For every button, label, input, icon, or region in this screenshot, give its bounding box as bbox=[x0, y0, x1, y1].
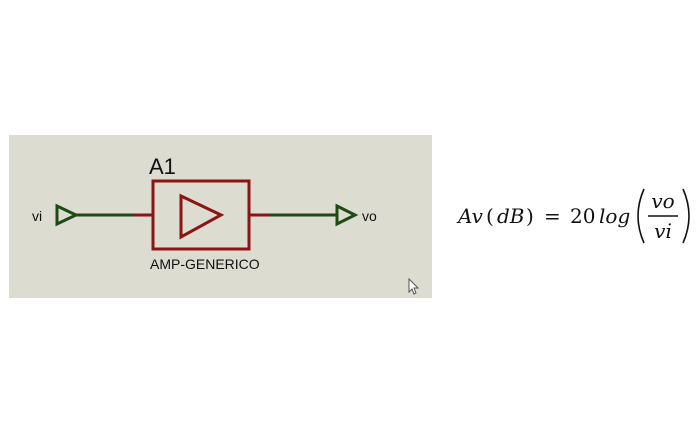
amplifier-schematic: vi A1 vo AMP-GENERICO bbox=[9, 135, 432, 298]
formula-coefficient: 20 bbox=[570, 204, 595, 228]
formula-function: log bbox=[599, 204, 630, 228]
component-reference: A1 bbox=[149, 154, 176, 179]
mouse-pointer-icon bbox=[408, 277, 420, 295]
amplifier-triangle-icon bbox=[179, 193, 225, 240]
formula-denominator: vi bbox=[654, 219, 672, 243]
input-terminal-icon[interactable] bbox=[55, 203, 80, 227]
formula-lhs-open-paren: ( bbox=[486, 204, 494, 228]
formula-equals: = bbox=[544, 204, 561, 228]
formula-lhs-close-paren: ) bbox=[526, 204, 534, 228]
formula-lhs-var: Av bbox=[456, 204, 484, 228]
output-terminal-label: vo bbox=[362, 208, 377, 224]
component-value: AMP-GENERICO bbox=[150, 256, 260, 272]
formula-close-big-paren bbox=[682, 188, 690, 244]
input-terminal-label: vi bbox=[32, 208, 42, 224]
output-terminal-icon[interactable] bbox=[335, 203, 359, 227]
gain-formula: Av ( dB ) = 20 log vo vi bbox=[456, 188, 690, 244]
formula-open-big-paren bbox=[637, 188, 645, 244]
formula-lhs-unit: dB bbox=[497, 204, 525, 228]
formula-numerator: vo bbox=[651, 189, 674, 213]
